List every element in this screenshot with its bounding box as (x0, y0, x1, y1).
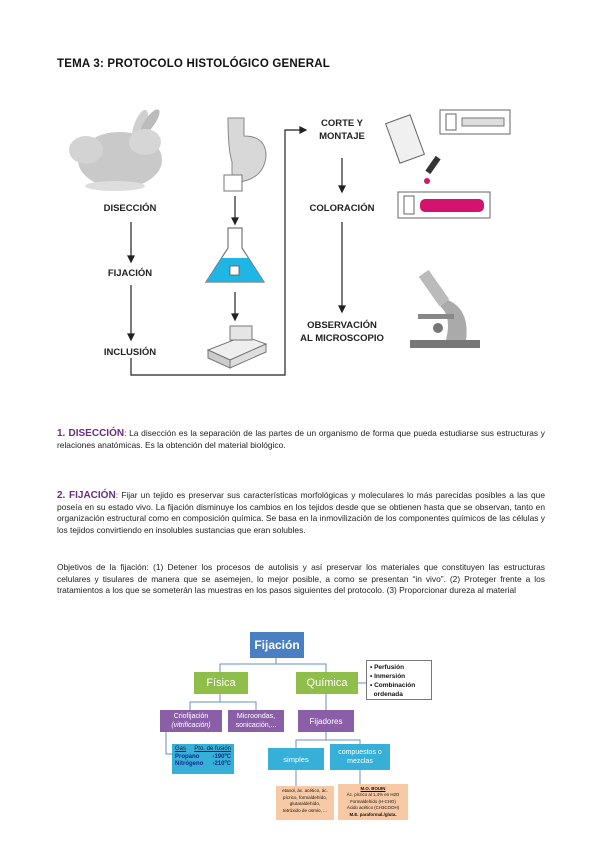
simples-detail: etanol, ác. acético, ác. pícrico, formal… (276, 786, 334, 820)
label-coloracion: COLORACIÓN (309, 203, 375, 214)
method-item: • Perfusión (370, 664, 405, 671)
quimica-methods-list: • Perfusión • Inmersión • Combinación or… (366, 660, 432, 700)
node-fijacion: Fijación (250, 632, 304, 658)
crio-label: Criofijación (173, 713, 209, 720)
gas-temp: -210ºC (212, 761, 231, 767)
crio-sublabel: (vitrificación) (171, 722, 211, 729)
node-microondas: Microondas, sonicación,... (228, 710, 284, 732)
node-simples: simples (268, 748, 324, 770)
section-fijacion-heading: 2. FIJACIÓN (57, 490, 116, 501)
node-fisica: Física (194, 672, 248, 694)
label-corte-2: MONTAJE (319, 131, 365, 142)
paraffin-mold-icon (206, 325, 268, 369)
node-compuestos: compuestos o mezclas (330, 744, 390, 770)
microscope-icon (410, 269, 480, 348)
method-item: • Combinación (370, 682, 416, 689)
micro-label: Microondas, (236, 713, 276, 720)
stomach-icon (223, 117, 267, 192)
gas-name: Nitrógeno (175, 761, 204, 767)
method-item: ordenada (370, 691, 403, 698)
compuestos-sublabel: mezclas (347, 758, 373, 765)
node-criofijacion: Criofijación (vitrificación) (160, 710, 222, 732)
detail-line: glutaraldehído, (289, 801, 321, 807)
mezclas-detail: M.O. BOUIN Ác. pícrico al 1,4% en H2O Fo… (338, 784, 408, 820)
fijacion-objectives: Objetivos de la fijación: (1) Detener lo… (57, 562, 545, 596)
node-quimica: Química (296, 672, 358, 694)
section-fijacion: 2. FIJACIÓN: Fijar un tejido es preserva… (57, 490, 545, 536)
detail-line: Formaldehído (H-CHO) (350, 798, 396, 804)
gas-table: Gas Pto. de fusión Propano -190ºC Nitróg… (172, 744, 234, 774)
page-title: TEMA 3: PROTOCOLO HISTOLÓGICO GENERAL (57, 58, 330, 70)
micro-sublabel: sonicación,... (235, 722, 277, 729)
detail-line: M.O. BOUIN (360, 786, 386, 791)
section-diseccion: 1. DISECCIÓN: La disección es la separac… (57, 428, 545, 451)
gas-name: Propano (175, 753, 200, 760)
protocol-illustration (69, 109, 511, 376)
label-fijacion: FIJACIÓN (107, 268, 153, 279)
label-corte-1: CORTE Y (320, 118, 364, 129)
label-observacion-2: AL MICROSCOPIO (300, 333, 384, 344)
label-diseccion: DISECCIÓN (103, 203, 157, 214)
gas-header: Gas (175, 746, 187, 752)
node-fijadores: Fijadores (298, 710, 354, 732)
flask-icon (204, 227, 266, 283)
label-inclusion: INCLUSIÓN (103, 347, 157, 358)
gas-temp: -190ºC (212, 753, 231, 760)
detail-line: Ácido acético (CH3COOH) (346, 805, 400, 811)
rabbit-icon (69, 109, 162, 191)
label-observacion-1: OBSERVACIÓN (307, 320, 377, 331)
section-fijacion-text: : Fijar un tejido es preservar sus carac… (57, 490, 546, 535)
detail-line: M.E. paraformal./gluta. (349, 811, 397, 817)
fusion-header: Pto. de fusión (194, 746, 231, 752)
stained-slide-icon (397, 155, 491, 219)
detail-line: Ác. pícrico al 1,4% en H2O (346, 792, 400, 798)
section-diseccion-heading: 1. DISECCIÓN (57, 428, 125, 439)
compuestos-label: compuestos o (338, 749, 382, 756)
method-item: • Inmersión (370, 673, 406, 680)
microtome-slide-icon (384, 109, 511, 164)
section-diseccion-text: : La disección es la separación de las p… (57, 428, 545, 450)
detail-line: etanol, ác. acético, ác. (282, 788, 328, 793)
detail-line: pícrico, formaldehído, (282, 794, 328, 800)
detail-line: tetróxido de osmio, ... (283, 807, 327, 813)
